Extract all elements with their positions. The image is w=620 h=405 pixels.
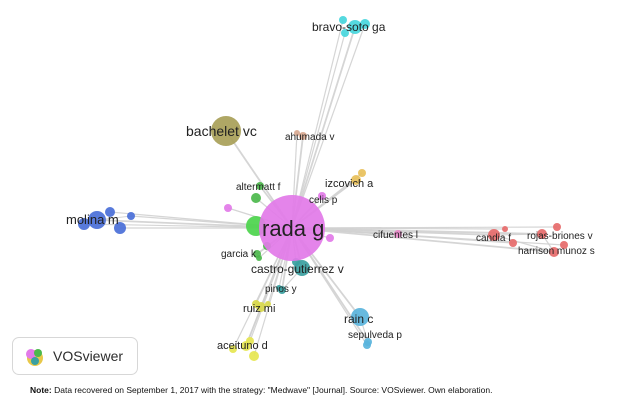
network-node-candia-secondary[interactable] [502,226,508,232]
network-edge [493,233,543,236]
network-node-harrison-secondary[interactable] [560,241,568,249]
node-label-ahumada: ahumada v [285,132,334,143]
network-node-harrison[interactable] [549,247,559,257]
label-layer: rada g bachelet vc bravo-soto ga ahumada v i… [66,20,595,352]
node-label-celis: celis p [309,195,338,206]
network-node-candia-secondary[interactable] [509,239,517,247]
network-node-rojas-secondary[interactable] [553,223,561,231]
network-edge [291,227,555,253]
network-node-ahumada-secondary[interactable] [294,130,300,136]
network-node-molina-secondary[interactable] [105,207,115,217]
node-label-garcia: garcia k [221,249,257,260]
node-label-harrison: harrison munoz s [518,246,595,257]
network-node-rada[interactable] [259,195,325,261]
network-node-bravo[interactable] [348,20,362,34]
network-node-celis[interactable] [318,192,326,200]
network-edge [493,234,555,253]
vosviewer-logo-icon [26,349,43,366]
network-edge [291,19,344,229]
node-layer [78,16,568,361]
node-label-ruiz: ruiz mi [243,303,275,315]
network-node-rojas[interactable] [537,229,547,239]
network-node-molina-secondary[interactable] [114,222,126,234]
vosviewer-logo-text: VOSviewer [53,348,124,364]
network-node-sepulveda[interactable] [364,338,372,346]
edge-layer [83,19,565,357]
node-label-bachelet: bachelet vc [186,123,257,139]
note-prefix: Note: [30,385,52,395]
network-edge [291,226,558,229]
node-label-molina: molina m [66,212,119,227]
vosviewer-logo-badge[interactable]: VOSviewer [12,337,138,375]
network-edge [291,23,366,229]
network-node-celis-secondary[interactable] [224,204,232,212]
network-node-molina[interactable] [88,211,106,229]
network-node-aceituno-secondary[interactable] [249,351,259,361]
node-label-izcovich: izcovich a [325,178,374,190]
node-label-aceituno: aceituno d [217,340,268,352]
network-node-celis-secondary[interactable] [326,234,334,242]
note-text: Data recovered on September 1, 2017 with… [51,385,493,395]
network-node-pinos[interactable] [278,286,286,294]
network-edge [291,26,356,229]
node-label-castro: castro-gutierrez v [251,262,344,276]
network-node-ruiz[interactable] [256,302,266,312]
network-node-garcia[interactable] [253,250,261,258]
node-label-rain: rain c [344,312,373,326]
node-label-sepulveda: sepulveda p [348,330,402,341]
network-node-bravo-secondary[interactable] [341,29,349,37]
figure-note: Note: Data recovered on September 1, 201… [30,385,492,395]
network-node-aceituno-secondary[interactable] [229,345,237,353]
network-edge [291,32,346,229]
network-node-izcovich[interactable] [351,175,361,185]
node-label-altermatt: altermatt f [236,182,281,193]
network-node-castro[interactable] [294,260,310,276]
network-node-molina-secondary[interactable] [127,212,135,220]
node-label-cifuentes: cifuentes l [373,230,418,241]
network-node-bravo-secondary[interactable] [360,19,370,29]
network-node-molina-secondary[interactable] [78,218,90,230]
node-label-candia: candia f [476,233,511,244]
node-label-rojas: rojas-briones v [527,231,593,242]
network-node-bachelet[interactable] [211,116,241,146]
network-node-rain[interactable] [351,308,369,326]
network-node-candia[interactable] [488,229,500,241]
network-edge [291,227,543,235]
node-label-pinos: pinos y [265,284,297,295]
node-label-bravo: bravo-soto ga [312,20,386,34]
network-map: rada g bachelet vc bravo-soto ga ahumada v i… [66,16,595,361]
network-node-aceituno[interactable] [241,341,251,351]
network-node-izcovich-secondary[interactable] [358,169,366,177]
network-node-ruiz-secondary[interactable] [265,301,271,307]
network-node-cifuentes[interactable] [394,230,402,238]
network-node-altermatt-secondary[interactable] [251,193,261,203]
node-label-rada: rada g [262,216,324,241]
network-node-ahumada[interactable] [299,132,307,140]
network-node-bravo-secondary[interactable] [339,16,347,24]
network-node-altermatt[interactable] [256,182,264,190]
